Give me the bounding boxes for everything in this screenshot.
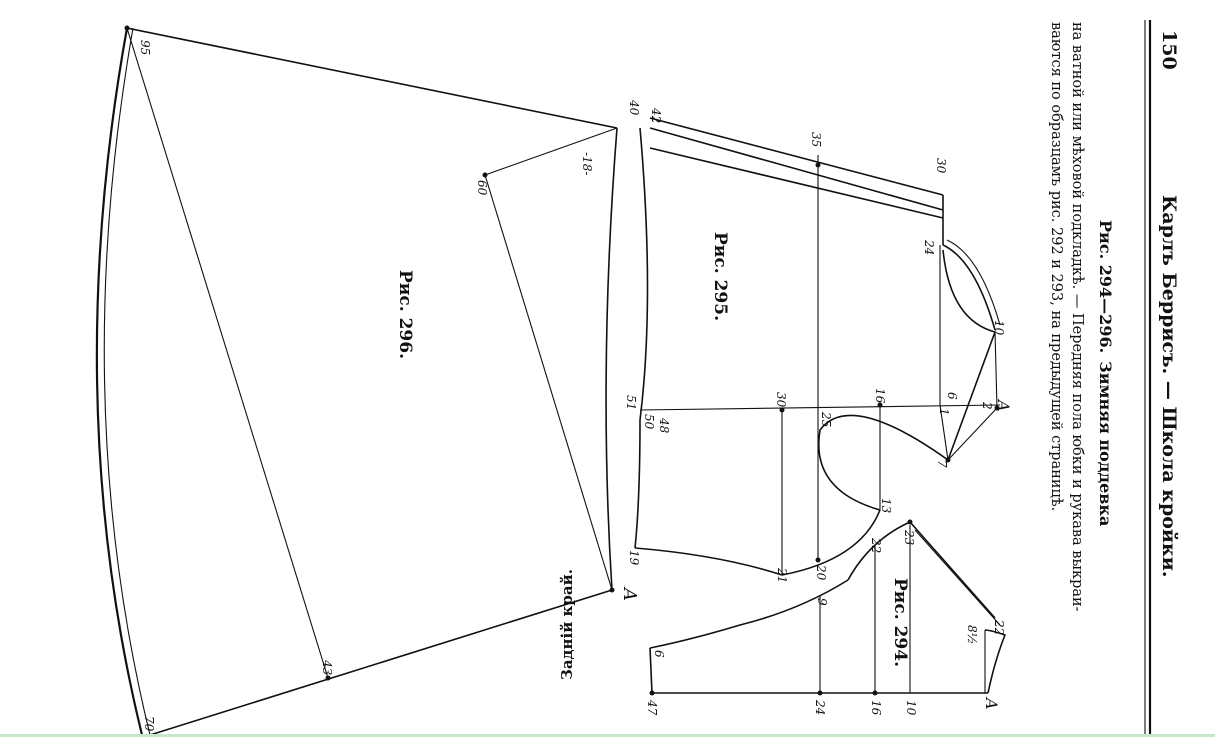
- label-6b: 6: [652, 650, 666, 658]
- fig296-diagonal: [126, 27, 329, 679]
- label-20: 20: [814, 564, 828, 581]
- fig295-armhole: [818, 414, 949, 511]
- fig295-neck-curve-outer-2: [946, 239, 1001, 326]
- label-21: 21: [775, 567, 789, 583]
- running-title: Карлъ Беррисъ. — Школа кройки.: [1158, 195, 1180, 577]
- fig296-top-edge: [126, 27, 618, 129]
- label-1: 1: [937, 408, 951, 416]
- fig296-outer-curve-2: [103, 27, 151, 736]
- label-25: 25: [819, 411, 833, 427]
- fig296-caption: Рис. 296.: [395, 270, 415, 359]
- label-16: 16: [873, 388, 887, 404]
- label-6: 6: [945, 392, 959, 400]
- fig295-hem: [634, 509, 881, 576]
- fig295-front: [947, 331, 996, 461]
- fig296-outer-curve: [95, 27, 144, 736]
- label-7: 7: [935, 460, 949, 468]
- label-51: 51: [624, 395, 638, 410]
- label-13: 13: [879, 498, 893, 514]
- fig295-shoulder-3: [649, 147, 944, 219]
- fig294-caption: Рис. 294.: [890, 578, 910, 667]
- label-9: 9: [815, 598, 829, 606]
- fig296-line-60: [484, 127, 618, 176]
- fig294-front-curve: [984, 629, 1007, 694]
- label-47: 47: [645, 699, 659, 716]
- fig295-waist-line: [639, 404, 1001, 411]
- label-40: 40: [627, 99, 641, 116]
- section-title: Рис. 294—296.Зимняя поддевка: [1096, 220, 1115, 526]
- label-95: 95: [138, 40, 152, 55]
- label-23: 23: [902, 529, 916, 546]
- bottom-rule: [0, 734, 1215, 737]
- fig295-dart-2: [939, 404, 949, 461]
- label-10b: 10: [904, 700, 918, 716]
- figure-295: 40 42 35 30 24 10 A 2 6 1 7 16 25 30 48 …: [624, 99, 1013, 583]
- label-A-fig294: A: [982, 696, 1001, 710]
- zadniy-kray-label: Задній край.: [558, 569, 576, 680]
- fig294-top-2: [914, 529, 1001, 626]
- label-A-fig296: A: [619, 586, 640, 601]
- body-line-2: ваются по образцамъ рис. 292 и 293, на п…: [1048, 22, 1064, 511]
- page-number: 150: [1158, 30, 1180, 70]
- fig295-back-edge: [634, 127, 649, 549]
- fig295-shoulder-2: [649, 127, 944, 211]
- label-19: 19: [627, 550, 641, 566]
- label-50: 50: [642, 414, 656, 430]
- fig296-line-60-a: [484, 174, 613, 591]
- fig294-top-1: [909, 521, 996, 619]
- fig295-front-line: [994, 331, 998, 409]
- label-48: 48: [657, 417, 671, 434]
- figure-294: 23 22 9 6 47 24 16 10 A 8½ 22 Рис. 294.: [645, 519, 1007, 716]
- figure-296: 95 60 -18- 43 70 A Рис. 296. Задній край…: [95, 25, 640, 736]
- label-10a: 10: [992, 320, 1006, 336]
- fig295-shoulder-1: [649, 117, 944, 196]
- fig296-right-edge: [605, 127, 618, 591]
- label-22b: 22: [992, 619, 1006, 635]
- label-16b: 16: [869, 700, 883, 716]
- fig295-caption: Рис. 295.: [710, 232, 730, 321]
- label-70: 70: [142, 716, 156, 732]
- label-A-fig295: A: [994, 398, 1013, 412]
- label-24a: 24: [922, 239, 936, 255]
- fig295-neck-curve-outer: [942, 244, 996, 331]
- label-24b: 24: [813, 699, 827, 715]
- label-43: 43: [320, 659, 334, 676]
- fig295-neck-curve-inner: [942, 249, 996, 333]
- label-18: -18-: [580, 152, 594, 175]
- label-42: 42: [649, 107, 663, 123]
- fig295-dart: [947, 407, 998, 461]
- label-2: 2: [980, 401, 994, 410]
- label-60: 60: [475, 180, 489, 196]
- body-line-1: на ватной или мѣховой подкладкѣ. — Перед…: [1069, 22, 1085, 612]
- fig294-seam: [649, 579, 849, 649]
- fig296-bottom-edge: [149, 589, 613, 736]
- label-35: 35: [809, 132, 823, 147]
- label-22: 22: [869, 537, 883, 553]
- label-30a: 30: [934, 158, 948, 174]
- fig294-cuff: [649, 647, 653, 694]
- label-8-half: 8½: [965, 625, 979, 644]
- label-30b: 30: [774, 392, 788, 408]
